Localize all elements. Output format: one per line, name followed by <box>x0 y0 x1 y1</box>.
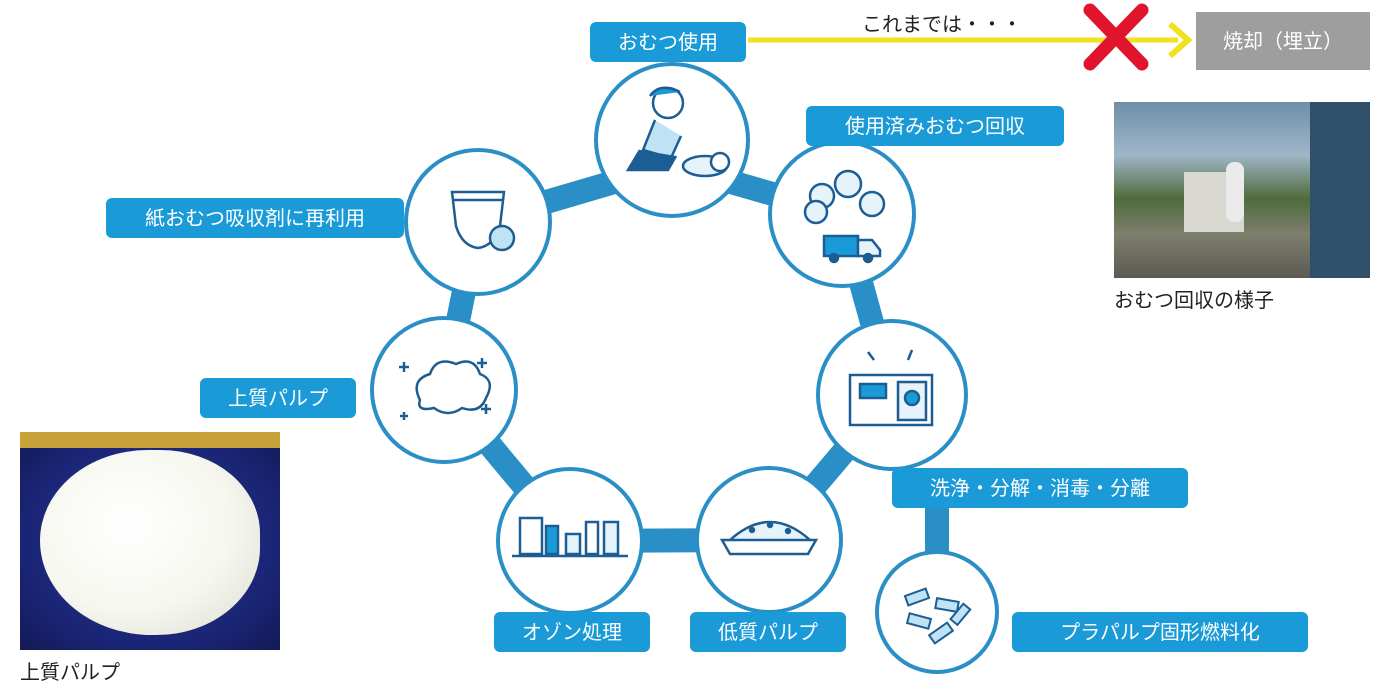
reuse-label: 紙おむつ吸収剤に再利用 <box>106 198 404 238</box>
processing-machine-icon <box>848 349 934 427</box>
fuel-label: プラパルプ固形燃料化 <box>1012 612 1308 652</box>
parent-baby-icon <box>625 86 731 178</box>
high-pulp-label: 上質パルプ <box>200 378 356 418</box>
process-label: 洗浄・分解・消毒・分離 <box>892 468 1188 508</box>
node-fuel <box>875 550 999 674</box>
ozone-label: オゾン処理 <box>494 612 650 652</box>
pulp-photo-caption: 上質パルプ <box>20 660 120 684</box>
worker-shape <box>1226 162 1244 222</box>
incineration-box: 焼却（埋立） <box>1196 12 1370 70</box>
incineration-label: 焼却（埋立） <box>1223 29 1343 53</box>
used-diaper-collection-label: 使用済みおむつ回収 <box>806 106 1064 146</box>
pulp-mass <box>40 450 260 635</box>
pulp-photo <box>20 432 280 650</box>
collection-photo <box>1114 102 1370 278</box>
collection-photo-caption: おむつ回収の様子 <box>1114 288 1274 312</box>
ozone-plant-icon <box>512 516 628 558</box>
plate-edge <box>20 432 280 448</box>
truck-shape <box>1310 102 1370 278</box>
diaper-use-label: おむつ使用 <box>590 22 746 62</box>
pulp-tray-icon <box>719 520 819 556</box>
cross-icon <box>1083 3 1149 71</box>
fuel-pellets-icon <box>903 587 972 645</box>
until-now-caption: これまでは・・・ <box>862 12 1022 36</box>
pulp-cloud-icon <box>399 358 492 420</box>
low-pulp-label: 低質パルプ <box>690 612 846 652</box>
node-collect <box>768 140 916 288</box>
bags-truck-icon <box>803 169 886 264</box>
paper-diaper-icon <box>450 190 516 252</box>
